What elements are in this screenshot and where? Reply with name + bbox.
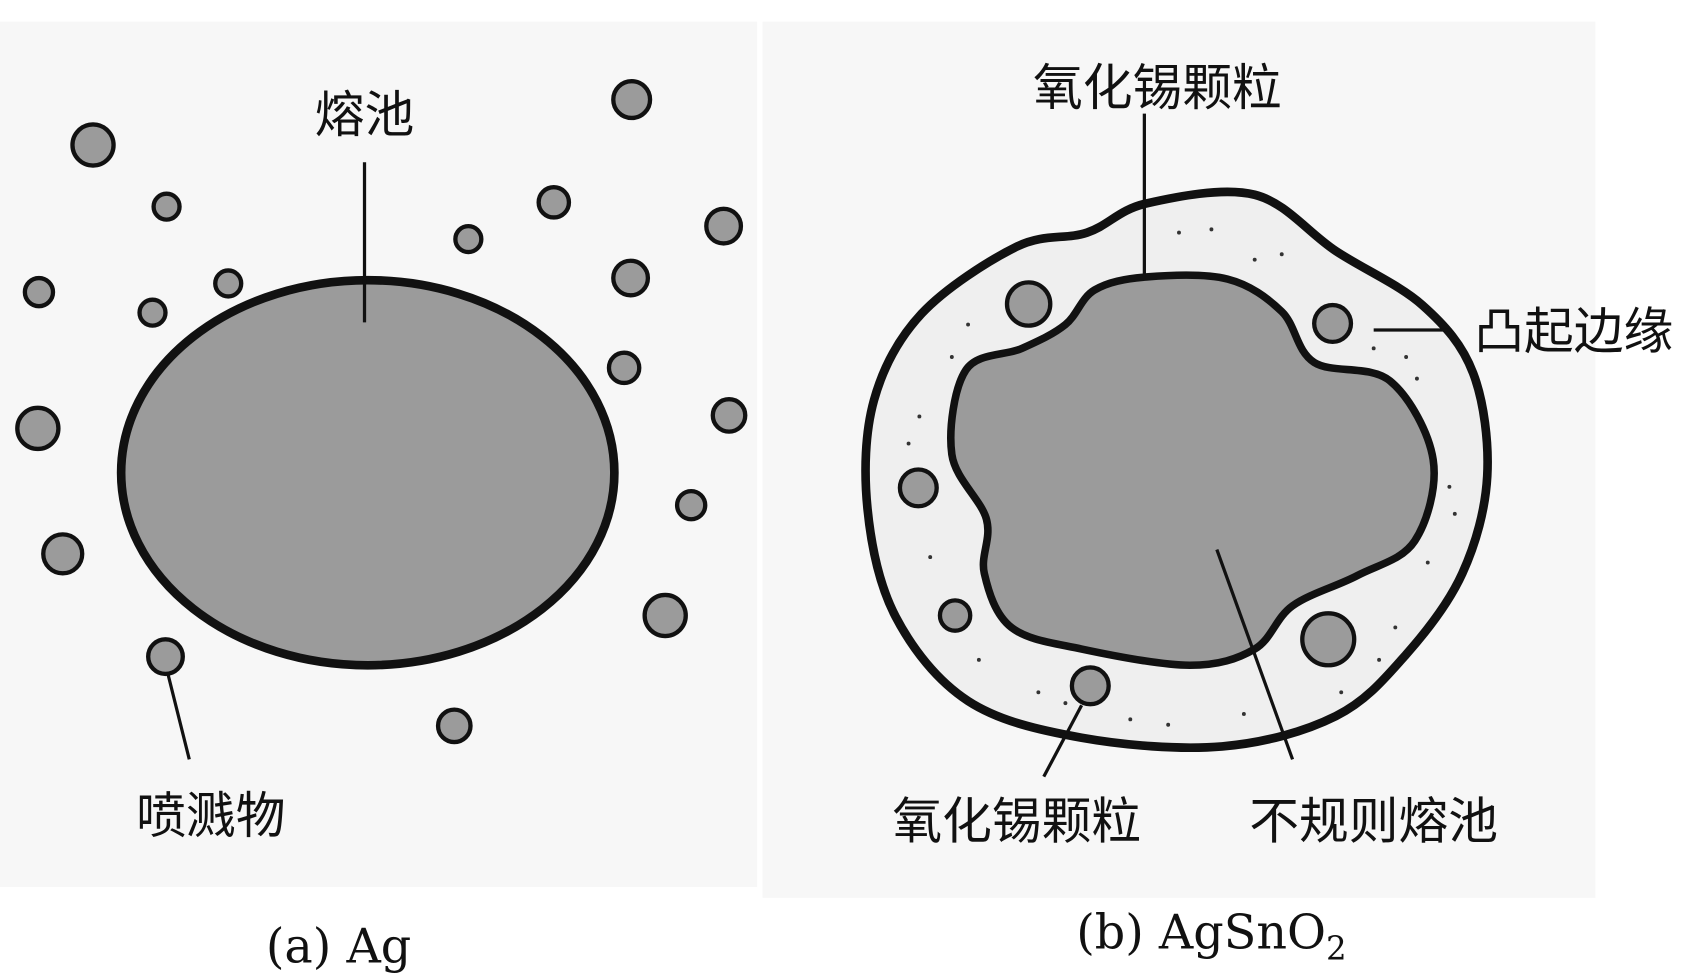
spatter-particles bbox=[15, 79, 748, 745]
speckle bbox=[1036, 690, 1041, 695]
spatter-particle bbox=[41, 532, 85, 576]
caption-b: (b) AgSnO2 bbox=[1076, 906, 1346, 968]
spatter-particle bbox=[611, 258, 651, 298]
speckle bbox=[1241, 711, 1246, 716]
tin-oxide-particle bbox=[1069, 665, 1111, 707]
spatter-particle bbox=[606, 350, 642, 386]
caption-b-text: (b) AgSnO bbox=[1076, 906, 1326, 961]
speckle bbox=[1209, 227, 1214, 232]
spatter-particle bbox=[70, 122, 116, 168]
irregular-melt-pool bbox=[947, 271, 1438, 670]
spatter-particle bbox=[642, 592, 688, 639]
spatter-particle bbox=[674, 488, 708, 522]
speckle bbox=[917, 414, 922, 419]
rim-speckles bbox=[906, 227, 1457, 727]
speckle bbox=[1128, 717, 1133, 722]
raised-edge-label: 凸起边缘 bbox=[1474, 302, 1673, 360]
speckle bbox=[1371, 346, 1376, 351]
speckle bbox=[928, 555, 933, 560]
speckle bbox=[976, 657, 981, 662]
irregular-pool-label: 不规则熔池 bbox=[1249, 792, 1498, 850]
speckle bbox=[1377, 657, 1382, 662]
tin-oxide-bottom-label: 氧化锡颗粒 bbox=[892, 792, 1141, 850]
melt-pool-ellipse bbox=[116, 275, 619, 670]
spatter-particle bbox=[15, 405, 61, 452]
spatter-particle bbox=[151, 191, 182, 222]
tin-oxide-particles bbox=[897, 280, 1357, 707]
speckle bbox=[1404, 355, 1409, 359]
speckle bbox=[1279, 252, 1284, 257]
speckle bbox=[1063, 701, 1068, 706]
speckle bbox=[966, 322, 971, 327]
tin-oxide-bottom-leader-line bbox=[1042, 704, 1084, 778]
speckle bbox=[1393, 625, 1398, 630]
tin-oxide-particle bbox=[1300, 611, 1357, 668]
melt-pool-label: 熔池 bbox=[315, 86, 415, 144]
tin-oxide-particle bbox=[1312, 302, 1354, 345]
panel-a: 熔池 喷溅物 (a) Ag bbox=[15, 79, 748, 975]
spatter-particle bbox=[22, 275, 56, 309]
spatter-particle bbox=[453, 223, 484, 255]
speckle bbox=[949, 355, 954, 359]
speckle bbox=[1447, 484, 1452, 489]
speckle bbox=[1452, 511, 1457, 516]
irregular-pool-leader-line bbox=[1215, 548, 1295, 760]
spatter-label: 喷溅物 bbox=[136, 787, 285, 845]
spatter-particle bbox=[137, 297, 168, 328]
spatter-particle bbox=[611, 79, 653, 121]
speckle bbox=[1425, 560, 1430, 565]
panel-b: 氧化锡颗粒 凸起边缘 氧化锡颗粒 不规则熔池 (b) AgSnO2 bbox=[861, 59, 1673, 968]
tin-oxide-particle bbox=[897, 467, 939, 509]
speckle bbox=[906, 441, 911, 446]
spatter-particle bbox=[435, 707, 473, 745]
spatter-particle bbox=[146, 637, 185, 677]
spatter-particle bbox=[704, 206, 744, 246]
tin-oxide-top-label: 氧化锡颗粒 bbox=[1033, 59, 1282, 117]
speckle bbox=[1252, 257, 1257, 262]
caption-a: (a) Ag bbox=[266, 920, 411, 975]
spatter-particle bbox=[710, 397, 748, 434]
spatter-particle bbox=[213, 268, 244, 299]
spatter-particle bbox=[536, 185, 572, 220]
caption-b-subscript: 2 bbox=[1326, 929, 1347, 967]
speckle bbox=[1414, 376, 1419, 381]
tin-oxide-particle bbox=[937, 598, 973, 633]
tin-oxide-particle bbox=[1004, 280, 1053, 328]
speckle bbox=[1166, 722, 1171, 727]
speckle bbox=[1339, 690, 1344, 695]
speckle bbox=[1177, 230, 1181, 235]
spatter-leader-line bbox=[166, 672, 191, 760]
